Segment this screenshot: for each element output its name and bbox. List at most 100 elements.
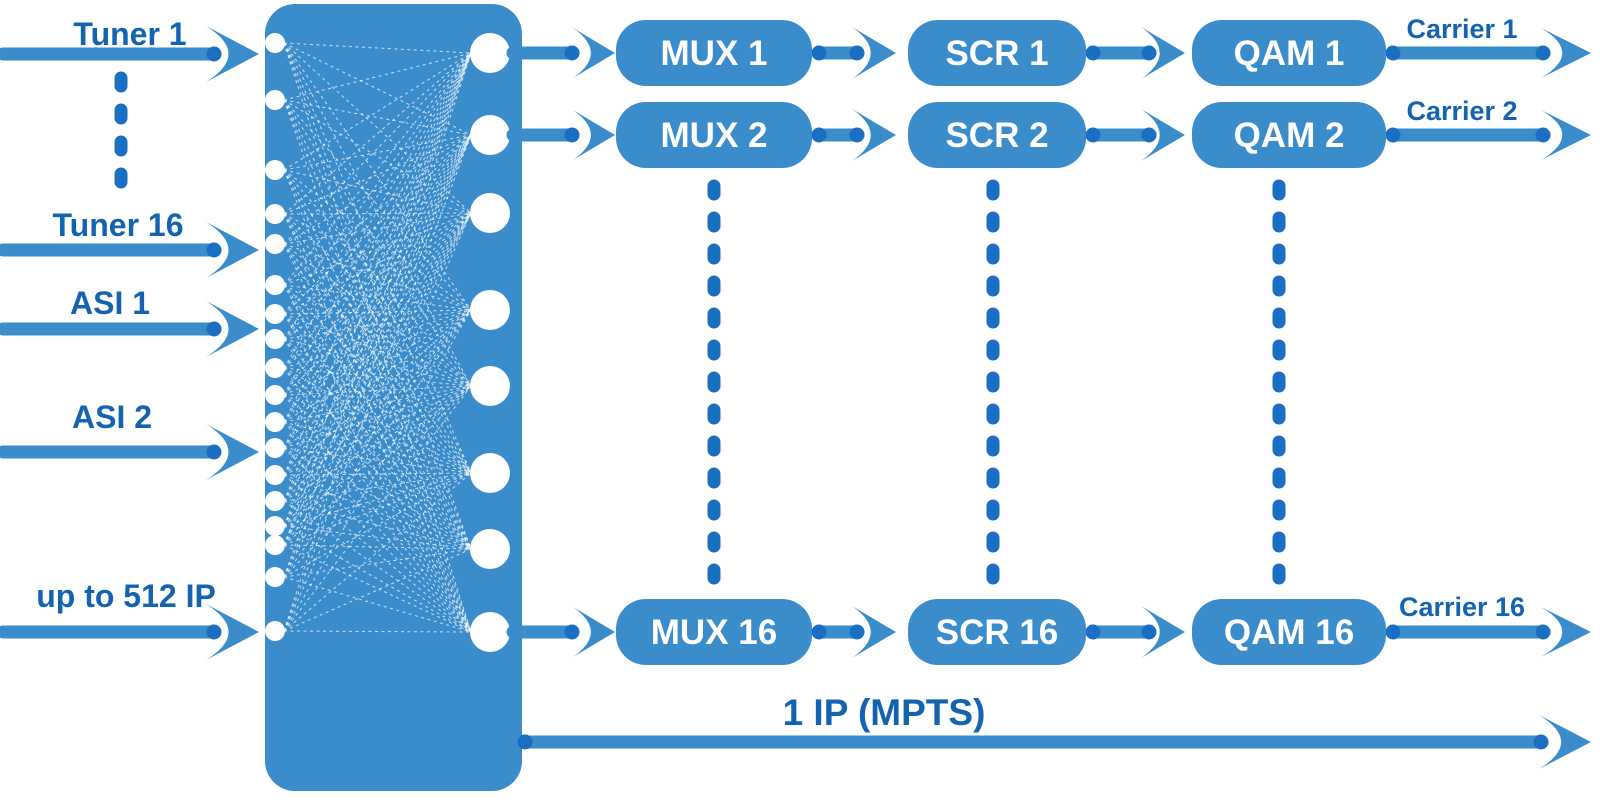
matrix-ports [265, 33, 510, 652]
matrix-link-line [283, 313, 472, 550]
matrix-link-line [283, 134, 472, 340]
tuner-1-label: Tuner 1 [73, 16, 186, 52]
scr-16-box [908, 599, 1086, 665]
matrix-link-line [283, 212, 472, 476]
matrix-link-line [283, 52, 472, 527]
matrix-link-line [283, 52, 472, 286]
matrix-link-line [283, 472, 472, 502]
carrier-output-arrow-1 [1385, 110, 1591, 160]
matrix-link-line [283, 169, 472, 633]
mux-to-scr-arrow-2 [811, 606, 896, 658]
matrix-link-line [283, 447, 472, 474]
input-port-circle [265, 567, 285, 587]
matrix-link-line [283, 212, 472, 215]
input-arrow-2 [0, 301, 259, 357]
arrow-cap-dot [1535, 624, 1551, 640]
matrix-link-line [283, 385, 472, 449]
tuner-16-label: Tuner 16 [53, 207, 184, 243]
matrix-link-line [283, 42, 472, 550]
carrier-output-arrow-0 [1385, 28, 1591, 78]
arrow-cap-dot [564, 624, 580, 640]
mux-to-scr-arrow-0 [811, 27, 896, 79]
arrow-head [573, 28, 615, 78]
matrix-link-line [283, 544, 472, 633]
qam-16-box [1192, 599, 1386, 665]
input-port-circle [265, 465, 285, 485]
output-port-circle [470, 193, 510, 233]
arrow-head [1541, 28, 1591, 78]
matrix-link-line [283, 134, 472, 315]
arrow-cap-dot [811, 127, 827, 143]
matrix-link-line [283, 447, 472, 633]
arrow-cap-dot [1141, 127, 1157, 143]
matrix-link-line [283, 367, 472, 633]
matrix-link-line [283, 99, 472, 550]
matrix-link-line [283, 212, 472, 527]
matrix-link-line [283, 42, 472, 136]
matrix-link-line [283, 548, 472, 578]
matrix-link-line [283, 385, 472, 578]
arrow-head [206, 222, 259, 278]
arrow-cap-dot [206, 321, 222, 337]
matrix-link-line [283, 309, 472, 369]
input-port-circle [265, 234, 285, 254]
matrix-link-line [283, 99, 472, 214]
scr-2-box [908, 102, 1086, 168]
matrix-link-line [283, 309, 472, 546]
arrow-cap-dot [1085, 45, 1101, 61]
qam-1-label: QAM 1 [1234, 34, 1345, 73]
mux-to-scr-arrow-1 [811, 109, 896, 161]
arrow-cap-dot [1385, 624, 1401, 640]
matrix-link-line [283, 212, 472, 423]
input-arrow-1 [0, 222, 259, 278]
arrow-head [852, 27, 896, 79]
scr-to-qam-arrow-0 [1085, 27, 1185, 79]
scr-1-box [908, 20, 1086, 86]
input-port-circle [265, 33, 285, 53]
scr-16-label: SCR 16 [936, 613, 1059, 652]
arrow-head [1541, 607, 1591, 657]
matrix-link-line [283, 134, 472, 527]
qam-16-label: QAM 16 [1224, 613, 1354, 652]
scr-1-label: SCR 1 [945, 34, 1048, 73]
arrow-cap-dot [1535, 45, 1551, 61]
matrix-link-line [283, 313, 472, 633]
mux-16-box [616, 599, 812, 665]
matrix-link-line [283, 544, 472, 550]
input-port-circle [265, 535, 285, 555]
input-arrow-4 [0, 604, 259, 660]
arrow-cap-dot [206, 46, 222, 62]
matrix-to-mux-arrow-0 [506, 28, 615, 78]
matrix-link-line [283, 213, 472, 311]
arrow-cap-dot [1385, 127, 1401, 143]
matrix-link-line [283, 52, 472, 423]
carrier-2-label: Carrier 2 [1406, 96, 1517, 126]
matrix-link-line [283, 212, 472, 396]
matrix-link-line [283, 548, 472, 632]
matrix-link-line [283, 52, 472, 449]
input-port-circle [265, 438, 285, 458]
input-port-circle [265, 516, 285, 536]
matrix-mesh [283, 42, 472, 633]
matrix-link-line [283, 52, 472, 369]
carrier-1-label: Carrier 1 [1406, 14, 1517, 44]
matrix-link-line [283, 313, 472, 387]
matrix-link-line [283, 134, 472, 369]
input-arrow-3 [0, 424, 259, 480]
matrix-link-line [283, 243, 472, 550]
mux-1-box [616, 20, 812, 86]
matrix-link-line [283, 42, 472, 214]
matrix-link-line [283, 472, 472, 632]
matrix-link-line [283, 99, 472, 136]
matrix-link-line [283, 309, 472, 315]
matrix-link-line [283, 367, 472, 550]
arrow-cap-dot [849, 624, 865, 640]
matrix-link-line [283, 284, 472, 387]
arrow-cap-dot [206, 624, 222, 640]
matrix-link-line [283, 212, 472, 286]
matrix-link-line [283, 313, 472, 474]
matrix-link-line [283, 134, 472, 423]
arrow-head [206, 26, 259, 82]
arrow-cap-dot [1085, 127, 1101, 143]
